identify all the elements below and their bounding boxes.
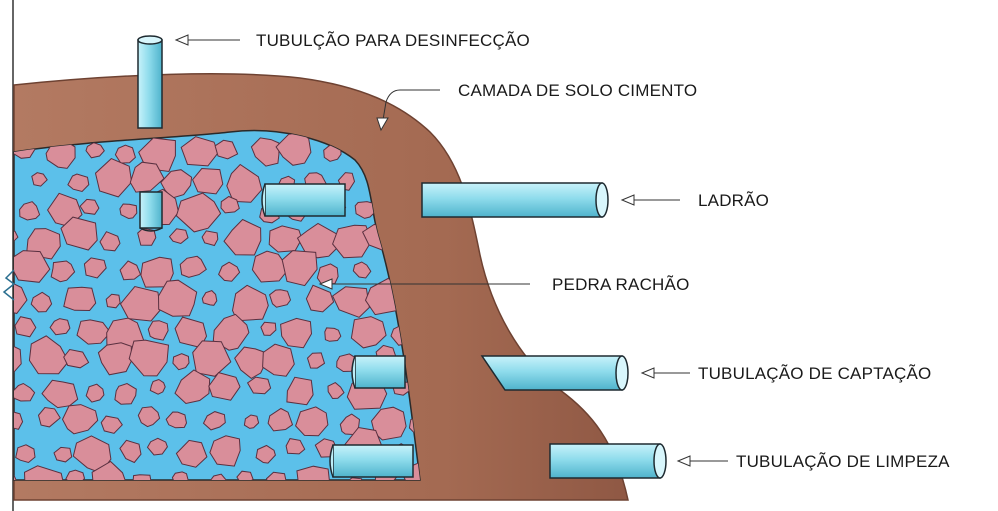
label-crushed-stone: PEDRA RACHÃO bbox=[552, 275, 690, 294]
disinfection-pipe bbox=[138, 36, 162, 128]
leader-overflow bbox=[622, 195, 680, 205]
stone bbox=[269, 226, 302, 252]
overflow-pipe bbox=[262, 183, 608, 217]
leader-cleaning bbox=[678, 456, 728, 466]
label-disinfection-pipe: TUBULÇÃO PARA DESINFECÇÃO bbox=[256, 31, 530, 50]
stone bbox=[150, 380, 165, 395]
label-soil-cement-layer: CAMADA DE SOLO CIMENTO bbox=[458, 81, 697, 100]
leader-disinfection bbox=[176, 35, 240, 45]
stone bbox=[325, 328, 341, 341]
label-intake-pipe: TUBULAÇÃO DE CAPTAÇÃO bbox=[698, 364, 931, 383]
inner-vertical-pipe bbox=[140, 192, 162, 231]
stone bbox=[0, 168, 13, 185]
stone bbox=[148, 321, 168, 340]
leader-intake bbox=[642, 368, 690, 378]
label-cleaning-pipe: TUBULAÇÃO DE LIMPEZA bbox=[736, 452, 950, 471]
label-overflow: LADRÃO bbox=[698, 191, 769, 210]
stone bbox=[270, 290, 291, 307]
stone bbox=[64, 287, 96, 310]
